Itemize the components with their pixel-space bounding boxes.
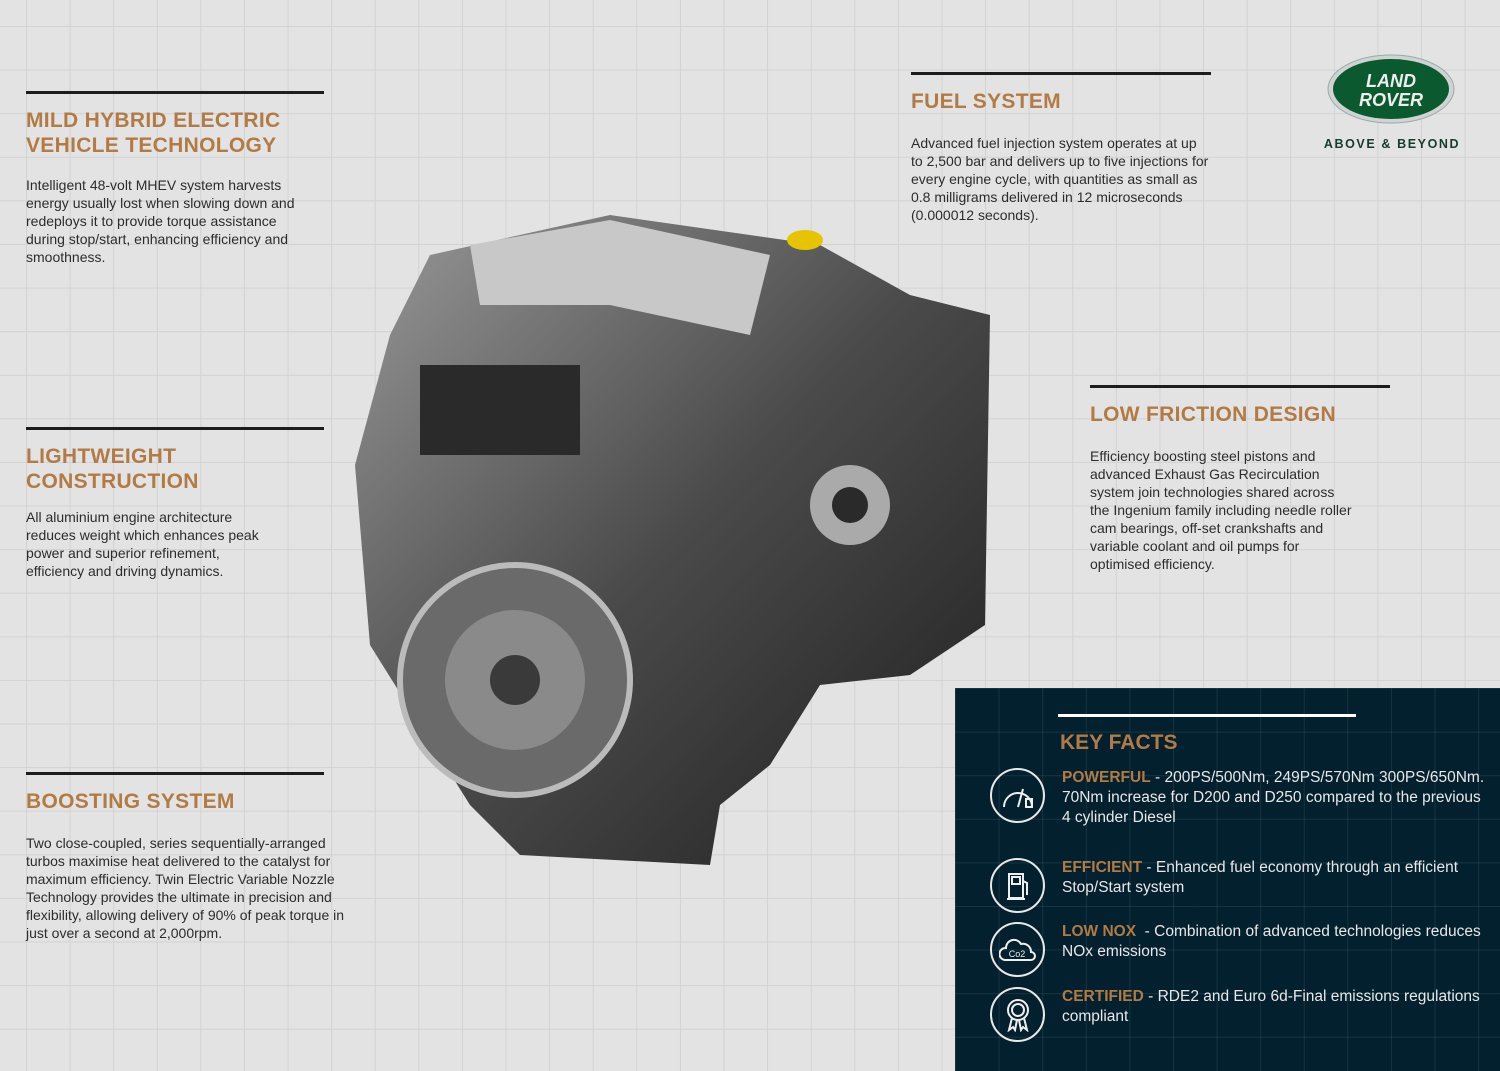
fuel-body: Advanced fuel injection system operates … bbox=[911, 135, 1209, 223]
lightweight-body: All aluminium engine architecture reduce… bbox=[26, 509, 259, 579]
friction-section: LOW FRICTION DESIGN Efficiency boosting … bbox=[1090, 385, 1390, 573]
fact-text: - RDE2 and Euro 6d-Final emissions regul… bbox=[1062, 988, 1480, 1025]
co2-cloud-icon: Co2 bbox=[990, 922, 1045, 977]
fuel-section: FUEL SYSTEM Advanced fuel injection syst… bbox=[911, 72, 1211, 224]
fact-label: LOW NOX bbox=[1062, 923, 1137, 940]
brand-tagline: ABOVE & BEYOND bbox=[1323, 137, 1461, 151]
divider bbox=[911, 72, 1211, 75]
fact-low-nox: Co2 LOW NOX - Combination of advanced te… bbox=[990, 922, 1490, 977]
divider bbox=[26, 427, 324, 430]
fact-text: - Combination of advanced technologies r… bbox=[1062, 923, 1486, 960]
fact-label: CERTIFIED bbox=[1062, 988, 1144, 1005]
svg-text:LAND: LAND bbox=[1366, 71, 1416, 91]
fact-certified: CERTIFIED - RDE2 and Euro 6d-Final emiss… bbox=[990, 987, 1490, 1042]
divider bbox=[1058, 714, 1356, 717]
speedometer-icon bbox=[990, 768, 1045, 823]
svg-text:ROVER: ROVER bbox=[1359, 90, 1423, 110]
svg-text:Co2: Co2 bbox=[1008, 949, 1025, 959]
fuel-title: FUEL SYSTEM bbox=[911, 90, 1061, 113]
divider bbox=[26, 91, 324, 94]
key-facts-title: KEY FACTS bbox=[1060, 731, 1178, 754]
friction-title: LOW FRICTION DESIGN bbox=[1090, 403, 1337, 426]
fact-text: - 200PS/500Nm, 249PS/570Nm 300PS/650Nm. … bbox=[1062, 769, 1485, 826]
friction-body: Efficiency boosting steel pistons and ad… bbox=[1090, 448, 1352, 572]
mhev-body: Intelligent 48-volt MHEV system harvests… bbox=[26, 177, 295, 265]
award-rosette-icon bbox=[990, 987, 1045, 1042]
land-rover-logo: LAND ROVER bbox=[1327, 54, 1455, 124]
fact-label: EFFICIENT bbox=[1062, 859, 1143, 876]
boosting-title: BOOSTING SYSTEM bbox=[26, 790, 235, 813]
divider bbox=[1090, 385, 1390, 388]
fact-label: POWERFUL bbox=[1062, 769, 1151, 786]
fact-powerful: POWERFUL - 200PS/500Nm, 249PS/570Nm 300P… bbox=[990, 768, 1490, 828]
fuel-pump-icon bbox=[990, 858, 1045, 913]
key-facts-panel: KEY FACTS POWERFUL - 200PS/500Nm, 249PS/… bbox=[955, 688, 1500, 1071]
fact-text: - Enhanced fuel economy through an effic… bbox=[1062, 859, 1459, 896]
boosting-section: BOOSTING SYSTEM Two close-coupled, serie… bbox=[26, 772, 344, 942]
boosting-body: Two close-coupled, series sequentially-a… bbox=[26, 835, 345, 941]
fact-efficient: EFFICIENT - Enhanced fuel economy throug… bbox=[990, 858, 1490, 913]
engine-image bbox=[355, 215, 990, 865]
divider bbox=[26, 772, 324, 775]
